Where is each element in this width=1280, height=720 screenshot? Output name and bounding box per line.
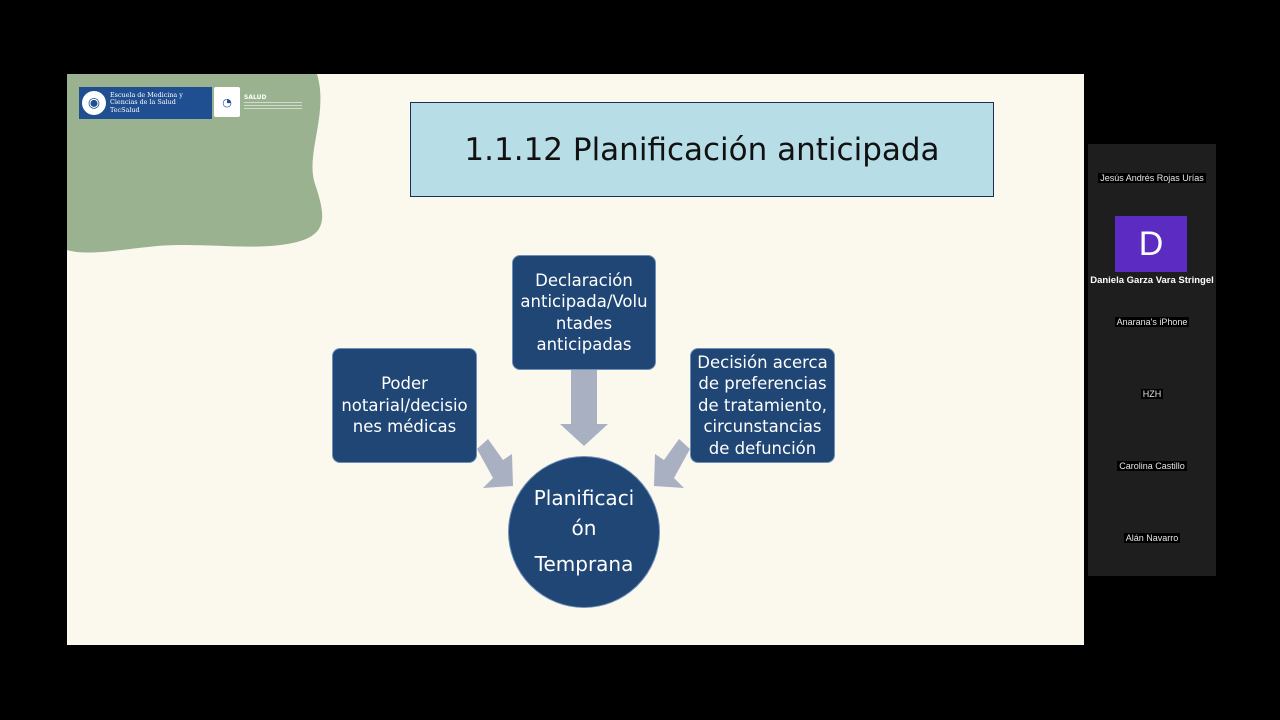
participant-name: HZH	[1140, 389, 1164, 399]
participant-tile[interactable]: Carolina Castillo	[1088, 461, 1216, 471]
participant-name: Carolina Castillo	[1117, 461, 1187, 471]
slide-title: 1.1.12 Planificación anticipada	[464, 131, 940, 168]
participant-tile[interactable]: Alán Navarro	[1088, 533, 1216, 543]
participant-name: Alán Navarro	[1123, 533, 1181, 543]
center-planificacion: Planificaci ón Temprana	[508, 456, 660, 608]
participant-tile[interactable]: Jesús Andrés Rojas Urías	[1088, 173, 1216, 183]
nl-logo-label: NL	[223, 87, 231, 93]
participant-tile-active[interactable]: Daniela Garza Vara Stringel	[1088, 275, 1216, 286]
salud-logo-label: SALUD	[244, 94, 267, 101]
shared-slide: ◉ Escuela de Medicina y Ciencias de la S…	[67, 74, 1084, 645]
school-logo: ◉ Escuela de Medicina y Ciencias de la S…	[79, 87, 212, 119]
node-poder-notarial: Poder notarial/decisio nes médicas	[332, 348, 477, 463]
participant-name: Anarana's iPhone	[1114, 317, 1190, 327]
arrow-right-to-center	[654, 439, 690, 488]
node-declaracion-anticipada: Declaración anticipada/Volu ntades antic…	[512, 255, 656, 370]
participant-tile[interactable]: Anarana's iPhone	[1088, 317, 1216, 327]
node-decision-preferencias: Decisión acerca de preferencias de trata…	[690, 348, 835, 463]
arrow-down	[560, 370, 608, 446]
globe-icon: ◉	[82, 91, 106, 115]
participant-name: Daniela Garza Vara Stringel	[1090, 275, 1214, 286]
logo-text: Escuela de Medicina y Ciencias de la Sal…	[110, 90, 183, 114]
avatar[interactable]: D	[1115, 216, 1187, 272]
arrow-left-to-center	[477, 439, 513, 488]
nl-logo-icon: ◔	[214, 87, 240, 117]
participants-panel: Jesús Andrés Rojas Urías D Daniela Garza…	[1088, 144, 1216, 576]
salud-logo-lines	[244, 102, 302, 111]
slide-title-box: 1.1.12 Planificación anticipada	[410, 102, 994, 197]
participant-name: Jesús Andrés Rojas Urías	[1098, 173, 1206, 183]
participant-tile[interactable]: HZH	[1088, 389, 1216, 399]
diagram-arrows	[477, 370, 690, 488]
